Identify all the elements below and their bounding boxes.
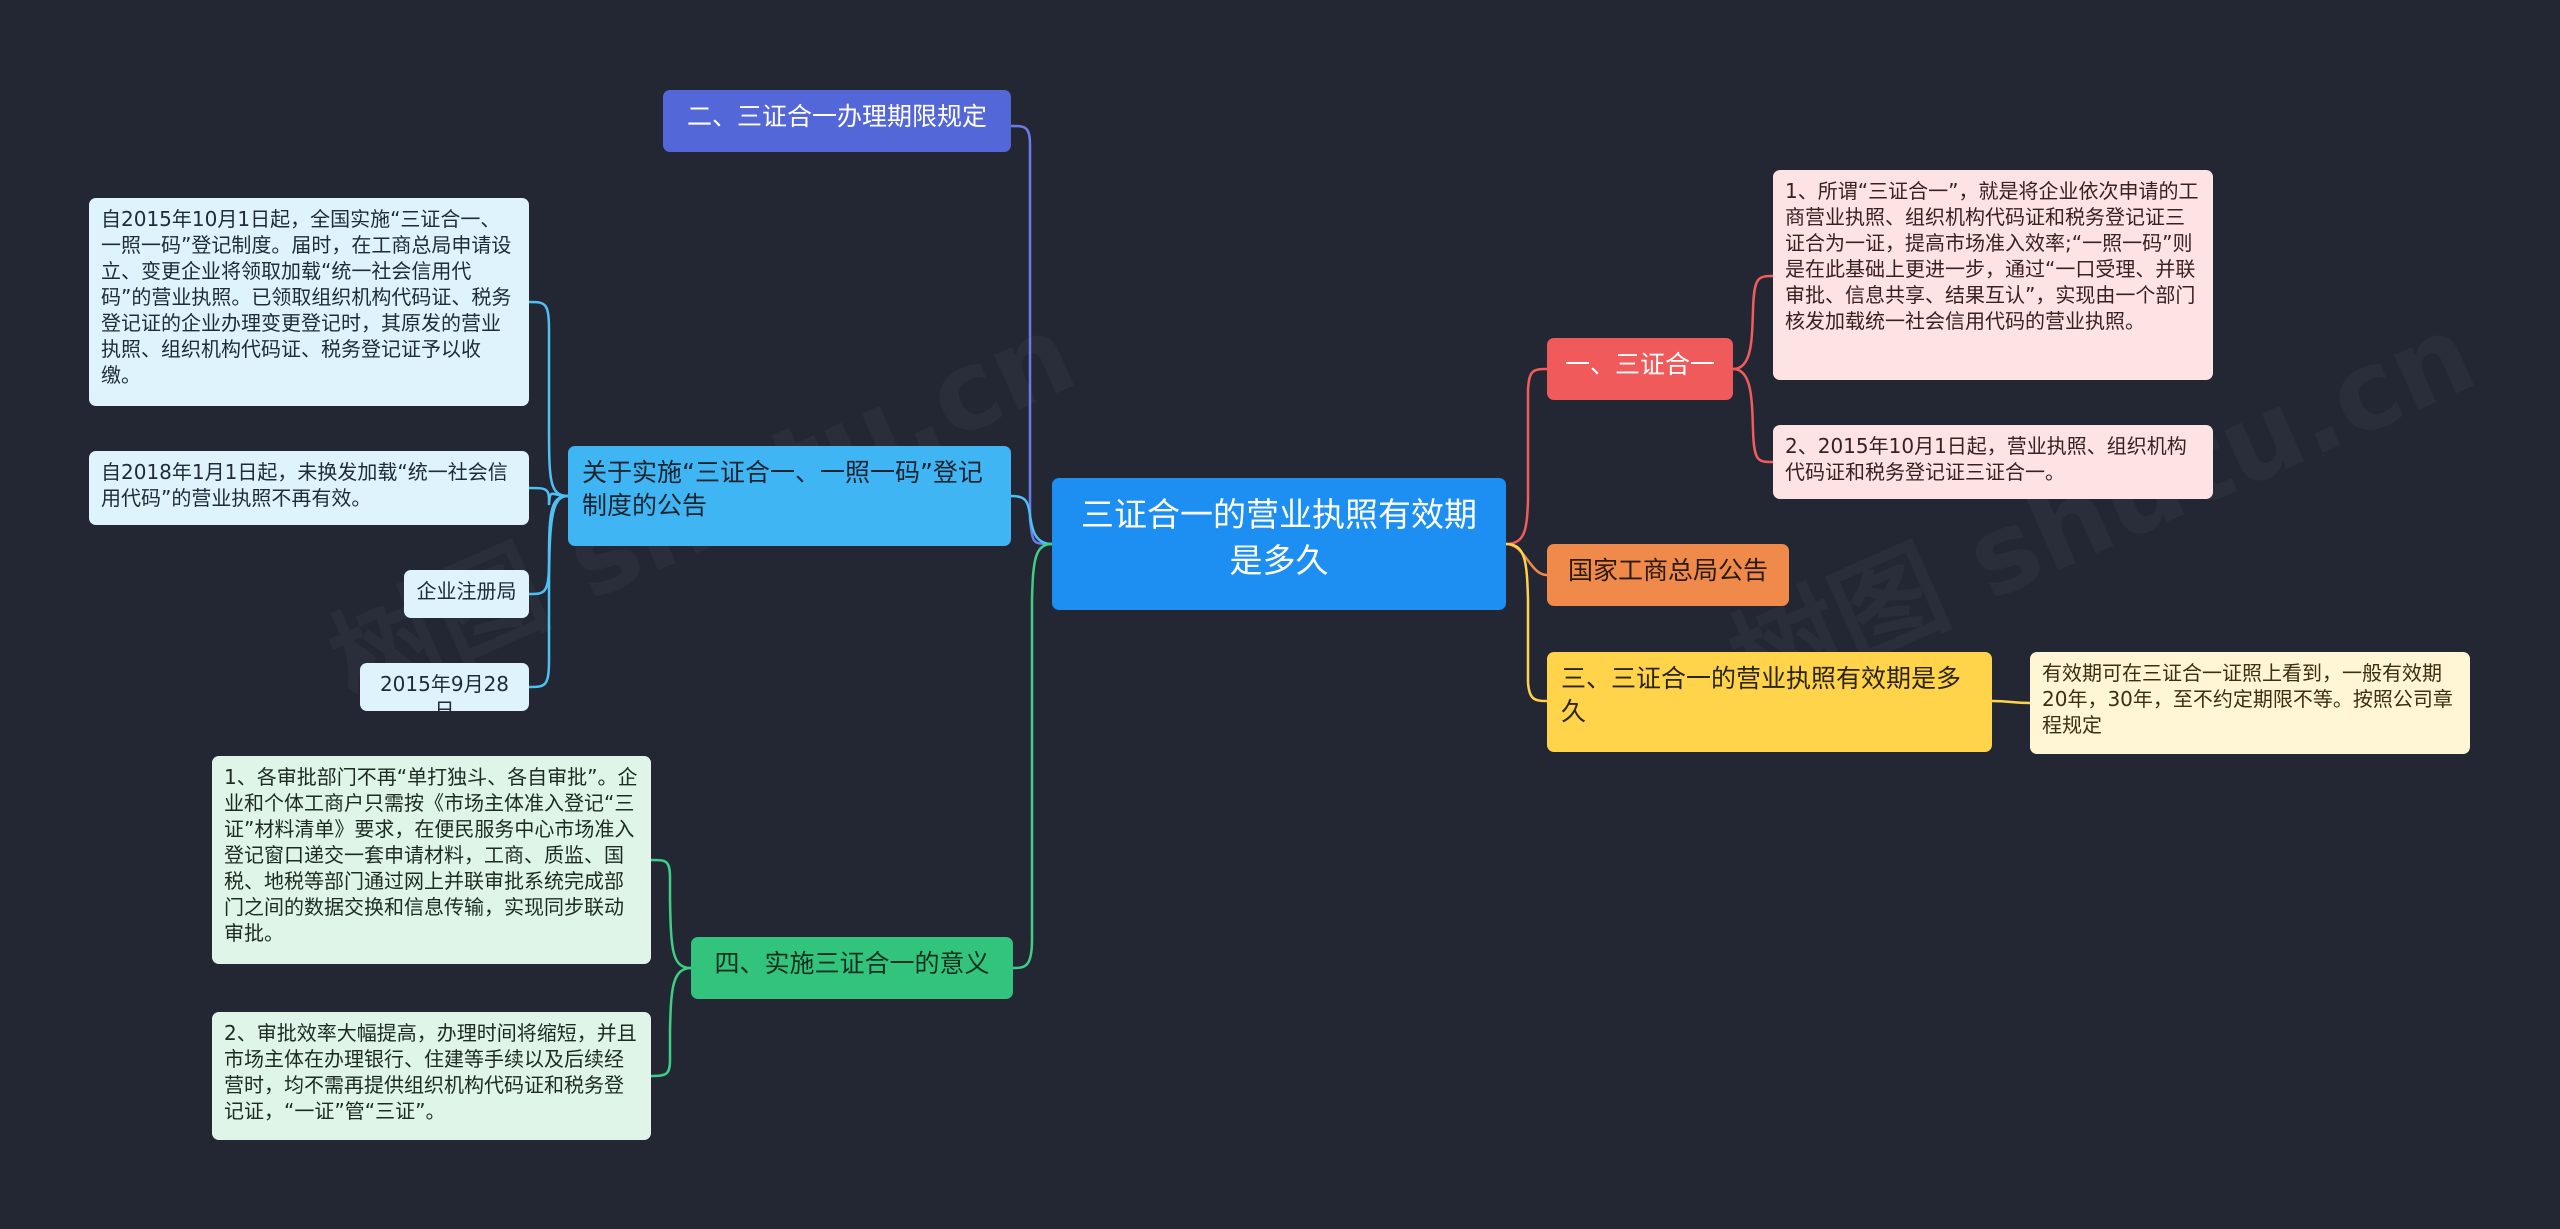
branch-validity-label: 三、三证合一的营业执照有效期是多久 <box>1561 664 1962 726</box>
leaf-announcement-2[interactable]: 自2018年1月1日起，未换发加载“统一社会信用代码”的营业执照不再有效。 <box>89 451 529 525</box>
branch-notice-label: 国家工商总局公告 <box>1567 556 1768 585</box>
branch-validity[interactable]: 三、三证合一的营业执照有效期是多久 <box>1547 652 1992 752</box>
leaf-text: 2015年9月28日 <box>379 672 510 711</box>
branch-sanzheng-label: 一、三证合一 <box>1564 350 1715 379</box>
link-root-significance <box>1012 542 1053 970</box>
link-val-1 <box>1991 699 2031 705</box>
leaf-text: 2、审批效率大幅提高，办理时间将缩短，并且市场主体在办理银行、住建等手续以及后续… <box>224 1021 637 1123</box>
leaf-announcement-3[interactable]: 企业注册局 <box>404 570 529 618</box>
leaf-significance-1[interactable]: 1、各审批部门不再“单打独斗、各自审批”。企业和个体工商户只需按《市场主体准入登… <box>212 756 651 964</box>
leaf-text: 自2018年1月1日起，未换发加载“统一社会信用代码”的营业执照不再有效。 <box>101 460 508 510</box>
link-ann-2 <box>528 486 569 506</box>
link-sz-2 <box>1732 367 1774 464</box>
branch-period-rule[interactable]: 二、三证合一办理期限规定 <box>663 90 1011 152</box>
link-sig-1 <box>650 858 692 970</box>
branch-announcement[interactable]: 关于实施“三证合一、一照一码”登记制度的公告 <box>568 446 1011 546</box>
leaf-text: 有效期可在三证合一证照上看到，一般有效期20年，30年，至不约定期限不等。按照公… <box>2042 661 2453 737</box>
link-root-sanzheng <box>1505 367 1548 546</box>
leaf-text: 自2015年10月1日起，全国实施“三证合一、一照一码”登记制度。届时，在工商总… <box>101 207 512 387</box>
link-sz-1 <box>1732 274 1774 371</box>
leaf-sanzheng-2[interactable]: 2、2015年10月1日起，营业执照、组织机构代码证和税务登记证三证合一。 <box>1773 425 2213 499</box>
leaf-text: 1、各审批部门不再“单打独斗、各自审批”。企业和个体工商户只需按《市场主体准入登… <box>224 765 638 945</box>
link-ann-1 <box>528 300 569 498</box>
leaf-text: 企业注册局 <box>416 579 517 603</box>
branch-announcement-label: 关于实施“三证合一、一照一码”登记制度的公告 <box>582 458 983 520</box>
branch-significance[interactable]: 四、实施三证合一的意义 <box>691 937 1013 999</box>
leaf-text: 1、所谓“三证合一”，就是将企业依次申请的工商营业执照、组织机构代码证和税务登记… <box>1785 179 2199 333</box>
branch-sanzheng[interactable]: 一、三证合一 <box>1547 338 1733 400</box>
branch-period-rule-label: 二、三证合一办理期限规定 <box>686 102 987 131</box>
root-topic[interactable]: 三证合一的营业执照有效期是多久 <box>1052 478 1506 610</box>
link-root-announcement <box>1010 494 1053 546</box>
leaf-announcement-4[interactable]: 2015年9月28日 <box>360 663 529 711</box>
link-root-period <box>1010 124 1053 546</box>
branch-significance-label: 四、实施三证合一的意义 <box>714 949 990 978</box>
leaf-validity-1[interactable]: 有效期可在三证合一证照上看到，一般有效期20年，30年，至不约定期限不等。按照公… <box>2030 652 2470 754</box>
leaf-announcement-1[interactable]: 自2015年10月1日起，全国实施“三证合一、一照一码”登记制度。届时，在工商总… <box>89 198 529 406</box>
leaf-significance-2[interactable]: 2、审批效率大幅提高，办理时间将缩短，并且市场主体在办理银行、住建等手续以及后续… <box>212 1012 651 1140</box>
root-topic-label: 三证合一的营业执照有效期是多久 <box>1081 495 1477 580</box>
link-root-validity <box>1505 542 1548 703</box>
leaf-sanzheng-1[interactable]: 1、所谓“三证合一”，就是将企业依次申请的工商营业执照、组织机构代码证和税务登记… <box>1773 170 2213 380</box>
leaf-text: 2、2015年10月1日起，营业执照、组织机构代码证和税务登记证三证合一。 <box>1785 434 2187 484</box>
link-ann-4 <box>528 494 569 689</box>
branch-notice[interactable]: 国家工商总局公告 <box>1547 544 1789 606</box>
link-sig-2 <box>650 966 692 1078</box>
